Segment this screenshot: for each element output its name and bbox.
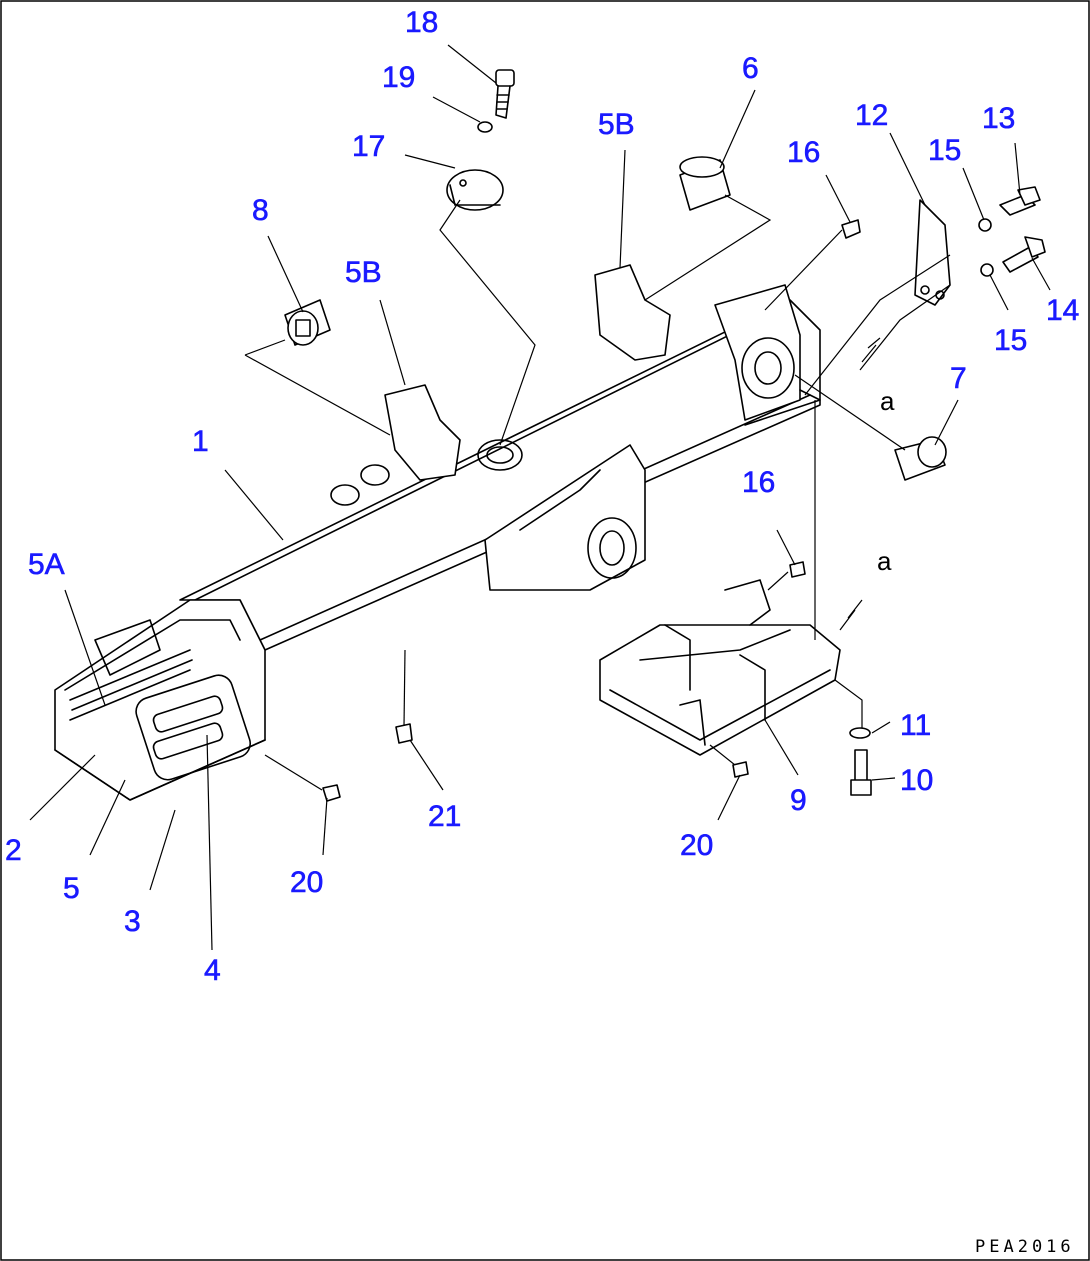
washer-19 [477, 121, 493, 133]
callout-17: 17 [352, 130, 385, 163]
main-frame-part [54, 264, 821, 801]
callout-9: 9 [790, 784, 807, 817]
callout-5a: 5A [28, 548, 65, 581]
callout-12: 12 [855, 99, 888, 132]
assembly-lines [244, 194, 951, 791]
bolt-18 [495, 69, 515, 119]
callout-11: 11 [900, 709, 931, 742]
cap-6 [679, 156, 731, 211]
lower-bracket-part [599, 579, 841, 756]
washer-11 [849, 727, 871, 739]
callout-18: 18 [405, 6, 438, 39]
plug-20-left [322, 784, 341, 802]
callout-15-upper: 15 [928, 134, 961, 167]
callout-leaders [29, 44, 1051, 951]
bolt-13 [999, 186, 1041, 216]
washer-15-lower [980, 263, 994, 277]
callout-16-upper: 16 [787, 136, 820, 169]
callout-5: 5 [63, 872, 80, 905]
callout-6: 6 [742, 52, 759, 85]
cover-plate-17 [446, 169, 504, 211]
washer-15-upper [978, 218, 992, 232]
callout-21: 21 [428, 800, 461, 833]
plug-21 [395, 723, 413, 744]
callout-20-right: 20 [680, 829, 713, 862]
callout-2: 2 [5, 834, 22, 867]
callout-7: 7 [950, 362, 967, 395]
callout-3: 3 [124, 905, 141, 938]
callout-14: 14 [1046, 294, 1079, 327]
callout-20-left: 20 [290, 866, 323, 899]
callout-1: 1 [192, 425, 209, 458]
grease-fitting-16-lower [789, 561, 806, 578]
callout-13: 13 [982, 102, 1015, 135]
callout-labels: 18 19 17 5B 6 16 12 15 13 14 15 7 8 5B 1… [5, 6, 1080, 988]
callout-10: 10 [900, 764, 933, 797]
plug-7 [894, 436, 947, 481]
callout-5b-middle: 5B [345, 256, 382, 289]
callout-4: 4 [204, 954, 221, 987]
callout-19: 19 [382, 61, 415, 94]
view-marker-upper: a [880, 386, 895, 416]
bolt-14 [1002, 236, 1046, 273]
plug-20-right [732, 761, 749, 778]
drawing-code: PEA2016 [975, 1237, 1075, 1257]
plate-12 [914, 199, 951, 306]
callout-5b-upper: 5B [598, 108, 635, 141]
callout-8: 8 [252, 194, 269, 227]
grease-fitting-16-upper [841, 219, 861, 239]
bolt-10 [850, 749, 872, 796]
callout-16-lower: 16 [742, 466, 775, 499]
callout-15-lower: 15 [994, 324, 1027, 357]
bushing-8 [284, 299, 331, 346]
view-marker-lower: a [877, 546, 892, 576]
